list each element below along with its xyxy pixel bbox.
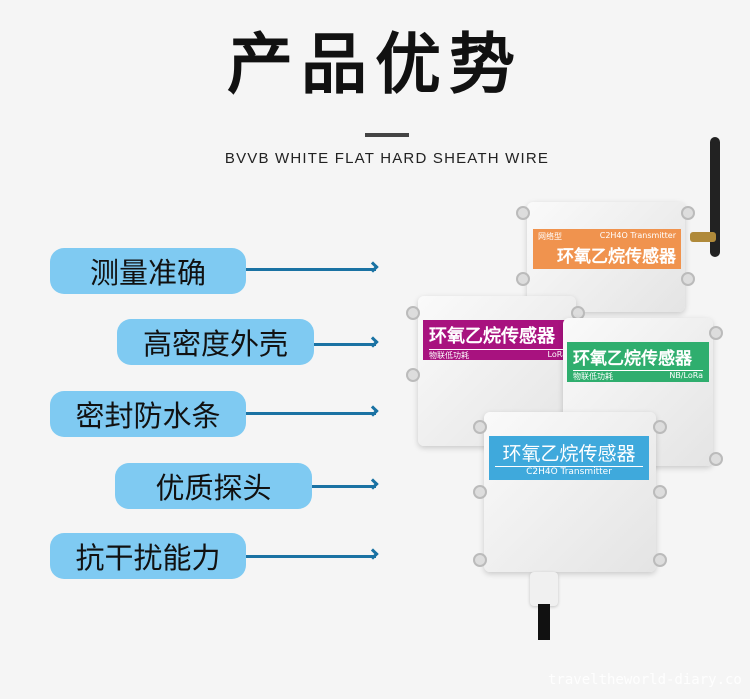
- arrow-icon: [314, 343, 376, 346]
- screw-icon: [653, 553, 667, 567]
- device-label: 环氧乙烷传感器 物联低功耗 LoRa: [423, 320, 573, 360]
- device-model: C2H4O Transmitter: [526, 467, 612, 477]
- device-protocol: LoRa: [547, 350, 568, 359]
- blue-device: 环氧乙烷传感器 C2H4O Transmitter: [484, 412, 656, 572]
- feature-pill-interference: 抗干扰能力: [50, 533, 246, 579]
- device-label: 环氧乙烷传感器 C2H4O Transmitter: [489, 436, 649, 480]
- device-protocol: NB/LoRa: [669, 371, 703, 380]
- screw-icon: [681, 272, 695, 286]
- feature-label: 高密度外壳: [142, 327, 288, 361]
- arrow-icon: [312, 485, 376, 488]
- feature-pill-waterproof: 密封防水条: [50, 391, 246, 437]
- feature-label: 测量准确: [89, 256, 206, 290]
- arrow-icon: [246, 412, 376, 415]
- watermark: traveltheworld-diary.co: [548, 672, 742, 688]
- device-title: 环氧乙烷传感器: [429, 326, 555, 347]
- device-label: 环氧乙烷传感器 物联低功耗 NB/LoRa: [567, 342, 709, 382]
- arrow-icon: [246, 555, 376, 558]
- screw-icon: [473, 420, 487, 434]
- device-tag: 网络型: [538, 232, 562, 241]
- device-label: 网络型 C2H4O Transmitter 环氧乙烷传感器: [533, 229, 681, 269]
- feature-pill-accurate: 测量准确: [50, 248, 246, 294]
- device-subtitle: 物联低功耗: [573, 372, 613, 381]
- screw-icon: [709, 326, 723, 340]
- device-model: C2H4O Transmitter: [599, 231, 676, 240]
- page-subtitle: BVVB WHITE FLAT HARD SHEATH WIRE: [224, 150, 550, 167]
- device-title: 环氧乙烷传感器: [557, 247, 676, 267]
- screw-icon: [406, 306, 420, 320]
- feature-label: 抗干扰能力: [75, 541, 221, 575]
- antenna-connector: [690, 232, 716, 242]
- arrow-icon: [246, 268, 376, 271]
- orange-device: 网络型 C2H4O Transmitter 环氧乙烷传感器: [527, 202, 685, 312]
- feature-pill-probe: 优质探头: [115, 463, 312, 509]
- screw-icon: [681, 206, 695, 220]
- device-subtitle: 物联低功耗: [429, 351, 469, 360]
- feature-pill-housing: 高密度外壳: [117, 319, 314, 365]
- page-title: 产品优势: [227, 26, 523, 103]
- antenna-icon: [710, 137, 720, 257]
- probe-cable: [538, 604, 550, 640]
- screw-icon: [653, 420, 667, 434]
- device-title: 环氧乙烷传感器: [573, 349, 692, 369]
- screw-icon: [709, 452, 723, 466]
- screw-icon: [516, 206, 530, 220]
- feature-label: 优质探头: [155, 471, 272, 505]
- screw-icon: [516, 272, 530, 286]
- cable-gland: [530, 572, 558, 606]
- screw-icon: [473, 553, 487, 567]
- title-divider: [365, 133, 409, 137]
- screw-icon: [406, 368, 420, 382]
- screw-icon: [473, 485, 487, 499]
- feature-label: 密封防水条: [75, 399, 221, 433]
- device-title: 环氧乙烷传感器: [495, 439, 643, 467]
- screw-icon: [653, 485, 667, 499]
